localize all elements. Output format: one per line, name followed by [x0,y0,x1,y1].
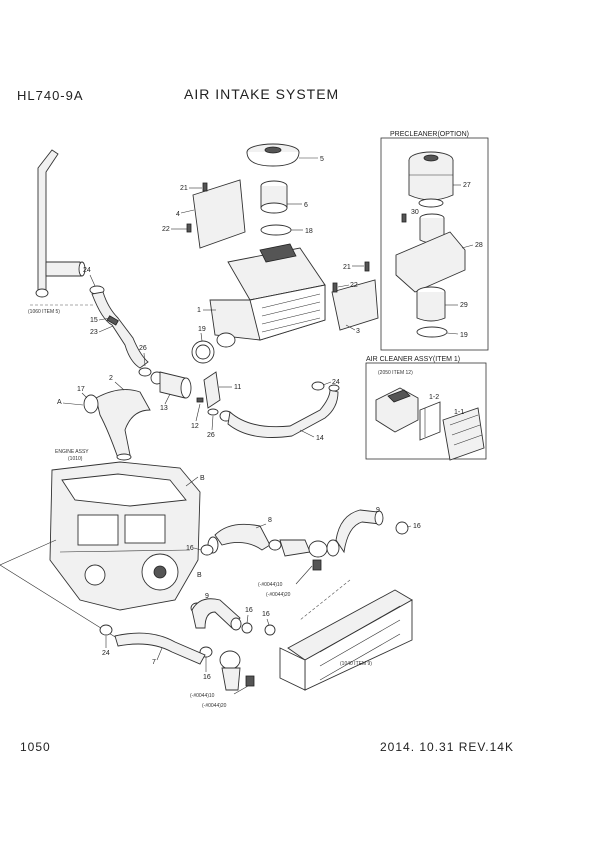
callout-6: 6 [304,202,308,209]
callout-26a: 26 [139,345,147,352]
lower-elbow-hose-icon [83,389,151,461]
callout-17: 17 [77,386,85,393]
callout-21b: 21 [343,264,351,271]
page-number: 1050 [20,740,51,754]
inner-filter-element-icon [442,407,485,461]
side-bracket-icon [331,261,379,331]
charge-air-hose-8-icon [207,523,271,554]
hose-clamp-24-icon [311,381,325,391]
clamp-16b-icon [395,521,409,535]
callout-5: 5 [320,156,324,163]
charge-air-hose-9-lower-icon [190,598,242,631]
intake-adapter-icon [150,371,192,399]
callout-15: 15 [90,317,98,324]
callout-8: 8 [268,517,272,524]
exhaust-ref-label: (1060 ITEM 5) [28,309,60,315]
callout-3: 3 [356,328,360,335]
callout-22b: 22 [350,282,358,289]
intercooler-tube-lower-icon [219,650,255,691]
callout-1-1: 1-1 [454,409,464,416]
clamp-16e-icon [264,624,276,636]
engine-title: ENGINE ASSY [55,449,89,455]
callout-9a: 9 [376,507,380,514]
air-cleaner-assy-title: AIR CLEANER ASSY(ITEM 1) [366,356,460,363]
callout-24b: 24 [332,379,340,386]
revision-label: 2014. 10.31 REV.14K [380,740,514,754]
variant-b20: (-#0044)20 [202,703,227,709]
callout-26b: 26 [207,432,215,439]
callout-16d: 16 [203,674,211,681]
callout-14: 14 [316,435,324,442]
outer-filter-element-icon [419,401,441,441]
callout-11: 11 [234,384,241,391]
callout-1: 1 [197,307,201,314]
charge-air-hose-7-icon [99,624,206,665]
precleaner-bowl-icon [408,151,454,208]
callout-23: 23 [90,329,98,336]
marker-b-upper: B [200,475,205,482]
callout-24c: 24 [102,650,110,657]
precleaner-box [380,137,489,351]
page-title: AIR INTAKE SYSTEM [184,86,340,102]
air-cleaner-assy-ref: (2050 ITEM 12) [378,370,413,376]
callout-27: 27 [463,182,471,189]
callout-1-2: 1-2 [429,394,439,401]
callout-16c: 16 [245,607,253,614]
exhaust-pipe-icon [30,149,95,306]
callout-22a: 22 [162,226,170,233]
charge-air-hose-9-upper-icon [326,509,384,557]
callout-19b: 19 [460,332,468,339]
clamp-16a-icon [200,544,214,556]
precleaner-bracket-icon [395,231,466,293]
callout-18: 18 [305,228,313,235]
precleaner-hose-icon [416,286,446,322]
precleaner-clamp-icon [416,326,448,338]
engine-ref: (1010) [68,456,83,462]
air-cleaner-housing-icon [209,243,326,348]
callout-13: 13 [160,405,168,412]
callout-28: 28 [475,242,483,249]
hose-clamp-icon [260,224,292,236]
intake-boot-icon [260,180,288,214]
callout-29: 29 [460,302,468,309]
callout-16e: 16 [262,611,270,618]
clamp-16c-icon [241,622,253,634]
intercooler-icon [279,589,413,691]
callout-30: 30 [411,209,419,216]
callout-16b: 16 [413,523,421,530]
adapter-bracket-icon [196,371,221,416]
air-cleaner-assy-box [365,362,487,460]
mount-bracket-icon [186,179,246,249]
marker-b-lower: B [197,572,202,579]
callout-19a: 19 [198,326,206,333]
variant-b10: (-#0044)10 [190,693,215,699]
variant-a20: (-#0044)20 [266,592,291,598]
engine-block-icon [49,461,201,611]
callout-12: 12 [191,423,199,430]
model-code: HL740-9A [17,88,84,103]
callout-4: 4 [176,211,180,218]
assy-housing-icon [375,387,419,433]
callout-16a: 16 [186,545,194,552]
callout-9b: 9 [205,593,209,600]
callout-7: 7 [152,659,156,666]
variant-a10: (-#0044)10 [258,582,283,588]
air-cleaner-cap-icon [246,143,300,167]
intercooler-tube-upper-icon [268,539,328,571]
callout-24a: 24 [83,267,91,274]
callout-21a: 21 [180,185,188,192]
long-intake-hose-icon [219,384,340,438]
intercooler-ref: (1040 ITEM 9) [340,661,372,667]
callout-2: 2 [109,375,113,382]
marker-a: A [57,399,62,406]
precleaner-title: PRECLEANER(OPTION) [390,131,469,138]
upper-intake-hose-icon [89,285,152,377]
